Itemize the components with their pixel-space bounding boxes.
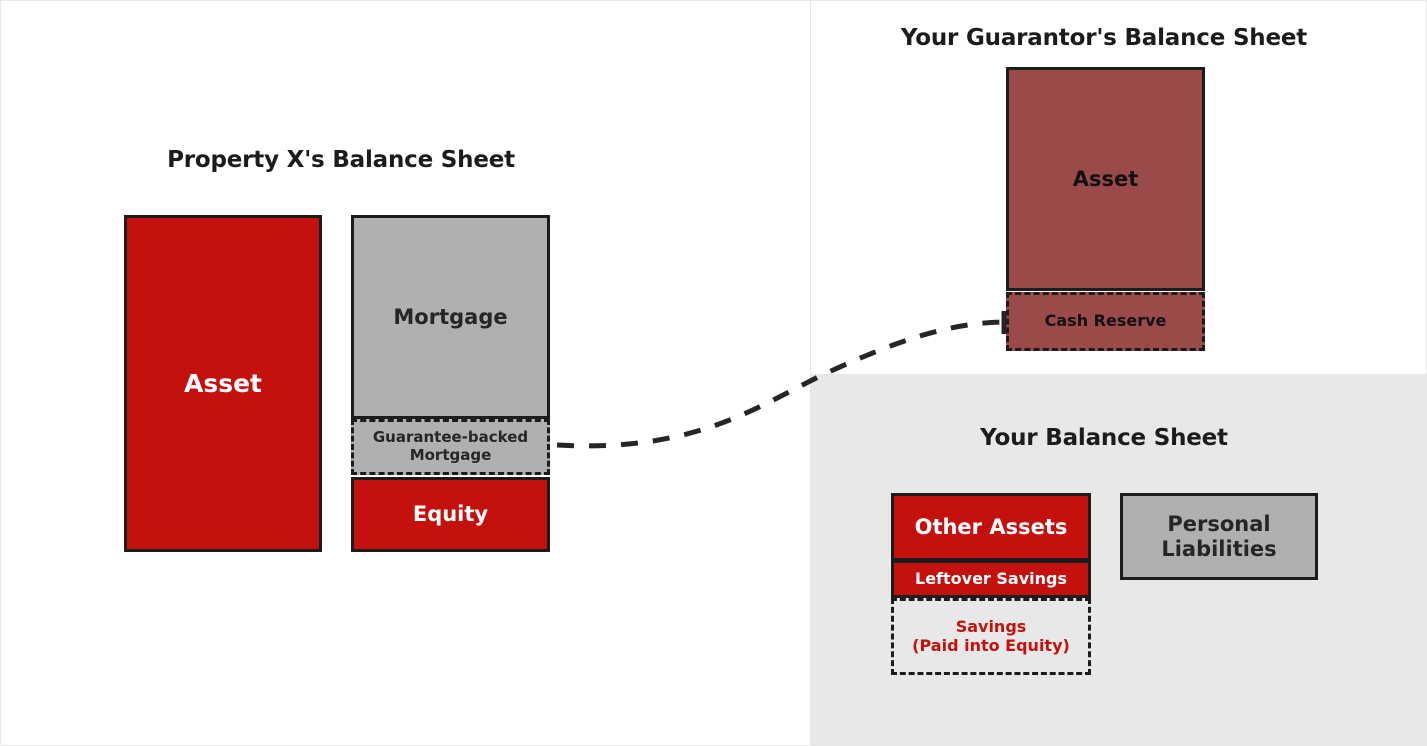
property-equity-label: Equity xyxy=(412,502,489,527)
your-other-assets-label: Other Assets xyxy=(914,514,1068,539)
property-guarantee-backed-mortgage-label: Guarantee-backed Mortgage xyxy=(372,428,529,464)
guarantor-cash-reserve-label: Cash Reserve xyxy=(1044,311,1167,331)
your-balance-sheet-title: Your Balance Sheet xyxy=(980,425,1228,451)
your-personal-liabilities-box: Personal Liabilities xyxy=(1120,493,1318,580)
your-leftover-savings-box: Leftover Savings xyxy=(891,560,1091,598)
personal-liabilities-line-2: Liabilities xyxy=(1161,536,1277,561)
guarantee-backed-line-2: Mortgage xyxy=(409,446,492,464)
guarantor-asset-box: Asset xyxy=(1006,67,1205,291)
your-savings-label: Savings (Paid into Equity) xyxy=(912,616,1070,656)
savings-line-1: Savings xyxy=(955,616,1027,636)
property-equity-box: Equity xyxy=(351,477,550,552)
guarantor-cash-reserve-box: Cash Reserve xyxy=(1006,292,1205,351)
property-mortgage-box: Mortgage xyxy=(351,215,550,419)
savings-line-2: (Paid into Equity) xyxy=(912,635,1070,655)
your-savings-paid-into-equity-box: Savings (Paid into Equity) xyxy=(891,598,1091,675)
property-asset-label: Asset xyxy=(183,368,262,398)
guarantor-balance-sheet-title: Your Guarantor's Balance Sheet xyxy=(900,25,1308,51)
guarantee-backed-line-1: Guarantee-backed xyxy=(372,428,529,447)
personal-liabilities-line-1: Personal xyxy=(1167,511,1271,536)
your-leftover-savings-label: Leftover Savings xyxy=(915,568,1067,588)
property-balance-sheet-title: Property X's Balance Sheet xyxy=(167,147,515,173)
property-guarantee-backed-mortgage-box: Guarantee-backed Mortgage xyxy=(351,419,550,475)
property-mortgage-label: Mortgage xyxy=(393,304,508,329)
your-personal-liabilities-label: Personal Liabilities xyxy=(1161,512,1276,562)
your-other-assets-box: Other Assets xyxy=(891,493,1091,561)
guarantor-asset-label: Asset xyxy=(1072,166,1139,191)
property-asset-box: Asset xyxy=(124,215,322,552)
